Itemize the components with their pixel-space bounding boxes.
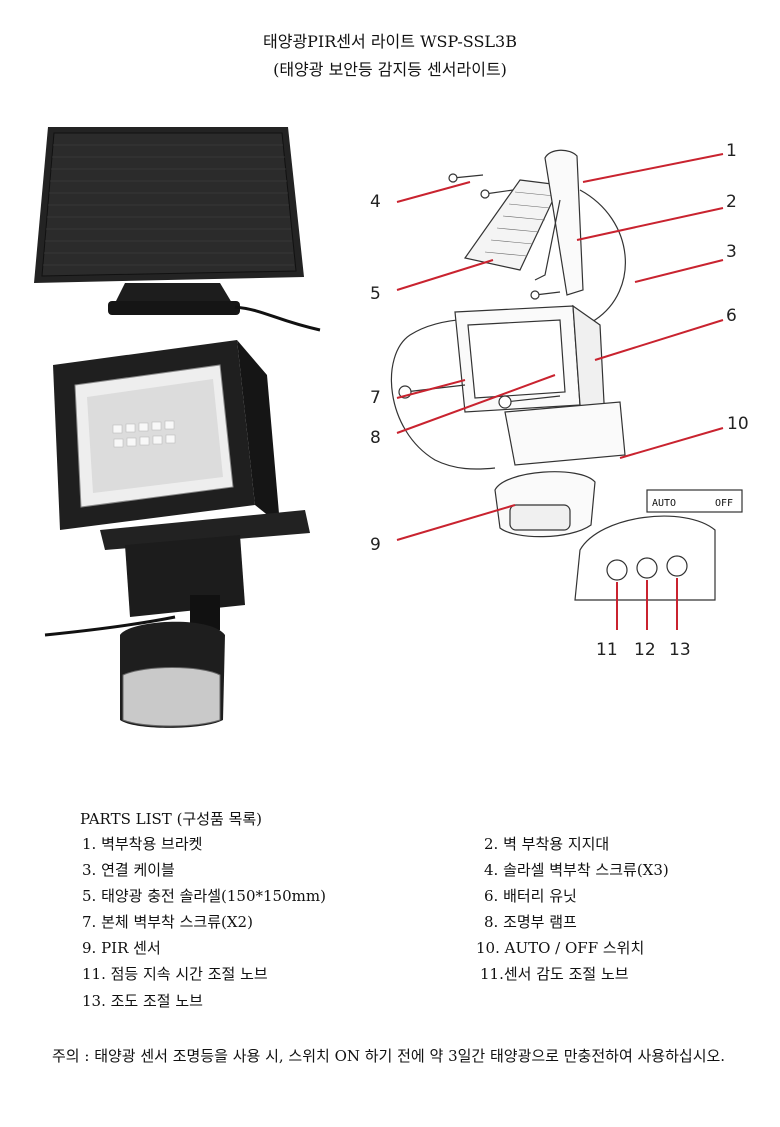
- caution-note: 주의 : 태양광 센서 조명등을 사용 시, 스위치 ON 하기 전에 약 3일…: [52, 1047, 726, 1065]
- callout-11: 11: [596, 640, 618, 660]
- part-item-4: 4. 솔라셀 벽부착 스크류(X3): [484, 861, 669, 879]
- callout-10: 10: [727, 414, 749, 434]
- part-item-12: 11.센서 감도 조절 노브: [480, 965, 629, 983]
- part-item-7: 7. 본체 벽부착 스크류(X2): [82, 913, 253, 931]
- part-item-13: 13. 조도 조절 노브: [82, 992, 203, 1010]
- callout-9: 9: [370, 535, 381, 555]
- callout-1: 1: [726, 141, 737, 161]
- callout-2: 2: [726, 192, 737, 212]
- solar-panel-photo: [34, 127, 321, 332]
- part-item-2: 2. 벽 부착용 지지대: [484, 835, 610, 853]
- part-item-6: 6. 배터리 유닛: [484, 887, 577, 905]
- part-item-11: 11. 점등 지속 시간 조절 노브: [82, 965, 268, 983]
- callout-12: 12: [634, 640, 656, 660]
- part-item-1: 1. 벽부착용 브라켓: [82, 835, 203, 853]
- callout-13: 13: [669, 640, 691, 660]
- document-subtitle: (태양광 보안등 감지등 센서라이트): [273, 60, 507, 79]
- part-item-9: 9. PIR 센서: [82, 939, 161, 957]
- floodlight-photo: [44, 340, 310, 728]
- callout-4: 4: [370, 192, 381, 212]
- exploded-parts-diagram: AUTO OFF: [390, 149, 743, 630]
- parts-list-title: PARTS LIST (구성품 목록): [80, 810, 263, 828]
- part-item-3: 3. 연결 케이블: [82, 861, 175, 879]
- switch-auto-label: AUTO: [652, 498, 676, 509]
- callout-3: 3: [726, 242, 737, 262]
- switch-off-label: OFF: [715, 498, 733, 509]
- callout-6: 6: [726, 306, 737, 326]
- part-item-10: 10. AUTO / OFF 스위치: [476, 939, 645, 957]
- callout-8: 8: [370, 428, 381, 448]
- part-item-8: 8. 조명부 램프: [484, 913, 577, 931]
- callout-7: 7: [370, 388, 381, 408]
- document-title: 태양광PIR센서 라이트 WSP-SSL3B: [263, 32, 517, 51]
- part-item-5: 5. 태양광 충전 솔라셀(150*150mm): [82, 887, 326, 905]
- callout-5: 5: [370, 284, 381, 304]
